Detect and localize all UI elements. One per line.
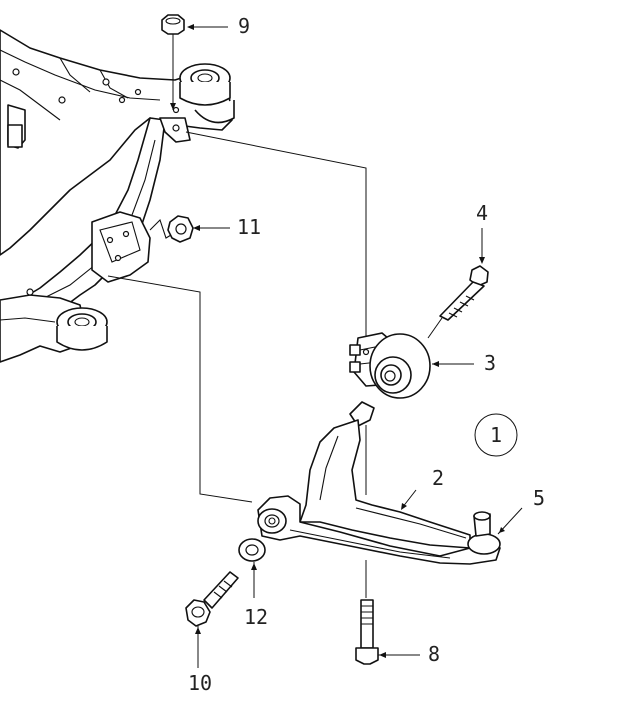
bushing-part-3	[349, 332, 431, 399]
bolt-part-4	[439, 265, 489, 321]
nut-part-11	[167, 215, 194, 243]
callout-3: 3	[484, 351, 496, 375]
callout-leaders	[188, 26, 483, 365]
callout-1: 1	[490, 423, 502, 447]
alignment-lines	[107, 131, 443, 598]
front-subframe	[0, 29, 235, 363]
bolt-part-10	[185, 571, 239, 668]
washer-part-12	[238, 538, 266, 598]
callout-labels: 1 2 3 4 5 8 9 10 11 12	[188, 14, 545, 695]
control-arm-part-2	[257, 401, 523, 565]
bolt-part-8	[355, 599, 420, 665]
callout-10: 10	[188, 671, 212, 695]
callout-2: 2	[432, 466, 444, 490]
callout-4: 4	[476, 201, 488, 225]
callout-5: 5	[533, 486, 545, 510]
callout-11: 11	[237, 215, 261, 239]
nut-part-9	[161, 14, 185, 110]
callout-8: 8	[428, 642, 440, 666]
leader-arrowheads	[170, 24, 505, 658]
callout-12: 12	[244, 605, 268, 629]
assembly-circle	[474, 413, 518, 457]
callout-9: 9	[238, 14, 250, 38]
